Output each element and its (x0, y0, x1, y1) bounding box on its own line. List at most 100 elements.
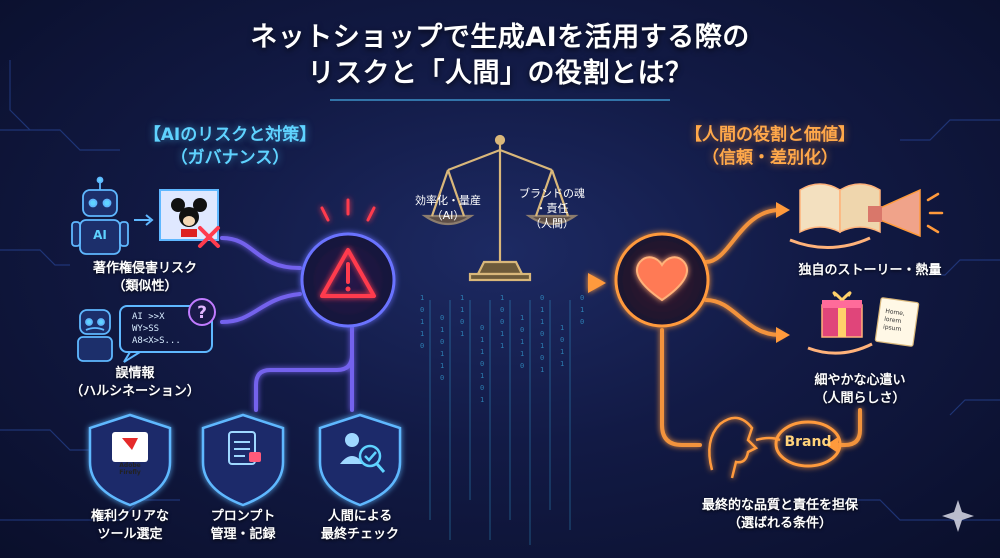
bubble-line-3: A8<X>S... (132, 336, 181, 346)
note-text: Home, lorem ipsum (882, 308, 919, 336)
scale-right-label-3: （人間） (530, 217, 574, 230)
cross-icon (198, 226, 220, 248)
warning-triangle-icon (320, 248, 376, 298)
svg-text:1: 1 (460, 306, 464, 314)
measure-prompt-label-1: プロンプト (210, 509, 276, 524)
svg-text:0: 0 (480, 384, 484, 392)
svg-text:0: 0 (520, 362, 524, 370)
svg-text:0: 0 (480, 324, 484, 332)
heart-node (614, 232, 710, 328)
svg-text:0: 0 (440, 374, 444, 382)
left-heading-2: （ガバナンス） (170, 148, 290, 168)
role-flow-lines (660, 208, 862, 447)
svg-text:1: 1 (460, 294, 464, 302)
arrowhead-to-gift (776, 327, 790, 343)
handwritten-note-icon (874, 297, 920, 347)
arrowhead-to-brand (826, 437, 838, 453)
arrow-robot-to-image (134, 214, 154, 226)
svg-text:1: 1 (480, 336, 484, 344)
role-care-sub: （人間らしさ） (814, 391, 906, 406)
open-book-icon (789, 183, 881, 249)
document-icon (228, 431, 261, 465)
risk-misinfo-sub: （ハルシネーション） (70, 384, 200, 399)
circuit-lines-left (0, 60, 180, 521)
svg-text:0: 0 (420, 342, 424, 350)
svg-text:0: 0 (540, 354, 544, 362)
binary-streams: 1 0 1 1 0 0 1 0 1 1 0 1 1 0 1 0 1 1 0 1 0 1 1 0 0 1 1 1 0 1 1 0 0 1… (420, 294, 584, 404)
svg-text:0: 0 (520, 326, 524, 334)
sparkle-icon (942, 500, 974, 532)
cartoon-mouse-image-icon (159, 189, 219, 241)
svg-text:0: 0 (540, 294, 544, 302)
svg-text:1: 1 (560, 324, 564, 332)
shield-firefly (88, 413, 172, 507)
svg-text:0: 0 (580, 294, 584, 302)
robot-icon (71, 176, 129, 255)
heart-icon (635, 256, 689, 302)
title-line-1: ネットショップで生成AIを活用する際の (250, 22, 750, 53)
scale-right-label-2: ・責任 (535, 202, 569, 215)
shield-prompt (201, 413, 285, 507)
role-quality-sub: （選ばれる条件） (727, 516, 832, 531)
svg-text:1: 1 (500, 330, 504, 338)
brand-text: Brand (784, 434, 832, 450)
circuit-lines-right (840, 119, 1000, 521)
measure-tool-label-2: ツール選定 (97, 527, 163, 542)
speaking-person-icon (708, 416, 781, 479)
svg-text:0: 0 (440, 314, 444, 322)
svg-text:0: 0 (420, 306, 424, 314)
svg-text:1: 1 (540, 366, 544, 374)
scale-left-label-2: （AI） (431, 209, 465, 222)
magnifier-check-icon (340, 433, 386, 473)
confused-robot-icon (77, 309, 113, 362)
arrowhead-to-book (776, 202, 790, 218)
svg-text:1: 1 (580, 306, 584, 314)
role-care-label: 細やかな心遣い (814, 373, 906, 388)
warning-node (300, 198, 396, 328)
svg-text:1: 1 (500, 342, 504, 350)
svg-text:1: 1 (560, 348, 564, 356)
svg-text:1: 1 (440, 362, 444, 370)
balance-scale-icon (421, 134, 579, 282)
svg-text:1: 1 (520, 350, 524, 358)
bubble-line-1: AI >>X (132, 312, 165, 322)
firefly-logo-text: Adobe Firefly (119, 462, 141, 476)
svg-text:0: 0 (480, 360, 484, 368)
svg-text:0: 0 (500, 306, 504, 314)
robot-ai-badge: AI (93, 228, 107, 242)
svg-text:1: 1 (420, 294, 424, 302)
scale-right-label-1: ブランドの魂 (519, 187, 585, 200)
svg-text:0: 0 (580, 318, 584, 326)
svg-text:1: 1 (500, 294, 504, 302)
svg-text:1: 1 (540, 306, 544, 314)
svg-text:0: 0 (440, 338, 444, 346)
svg-text:1: 1 (540, 318, 544, 326)
risk-copyright-label: 著作権侵害リスク (92, 261, 197, 276)
svg-text:1: 1 (420, 318, 424, 326)
svg-text:1: 1 (440, 326, 444, 334)
measure-check-label-1: 人間による (327, 509, 393, 524)
svg-text:0: 0 (560, 336, 564, 344)
main-flow-arrow (412, 273, 606, 293)
svg-text:1: 1 (540, 342, 544, 350)
svg-text:1: 1 (560, 360, 564, 368)
scale-left-label-1: 効率化・量産 (415, 194, 481, 207)
title-line-2: リスクと「人間」の役割とは？ (307, 58, 693, 89)
svg-text:1: 1 (520, 338, 524, 346)
role-quality-label: 最終的な品質と責任を担保 (701, 498, 858, 513)
shield-human-check (318, 413, 402, 507)
right-heading-2: （信頼・差別化） (702, 148, 838, 168)
risk-copyright-sub: （類似性） (112, 279, 178, 294)
megaphone-icon (868, 188, 944, 238)
bubble-line-2: WY>SS (132, 324, 160, 334)
svg-text:1: 1 (420, 330, 424, 338)
svg-text:?: ? (197, 303, 207, 323)
role-story-label: 独自のストーリー・熱量 (798, 263, 942, 278)
measure-tool-label-1: 権利クリアな (90, 509, 169, 524)
measure-check-label-2: 最終チェック (320, 527, 399, 542)
svg-text:1: 1 (480, 348, 484, 356)
speech-bubble-icon (119, 305, 213, 363)
brand-ring (774, 420, 842, 468)
